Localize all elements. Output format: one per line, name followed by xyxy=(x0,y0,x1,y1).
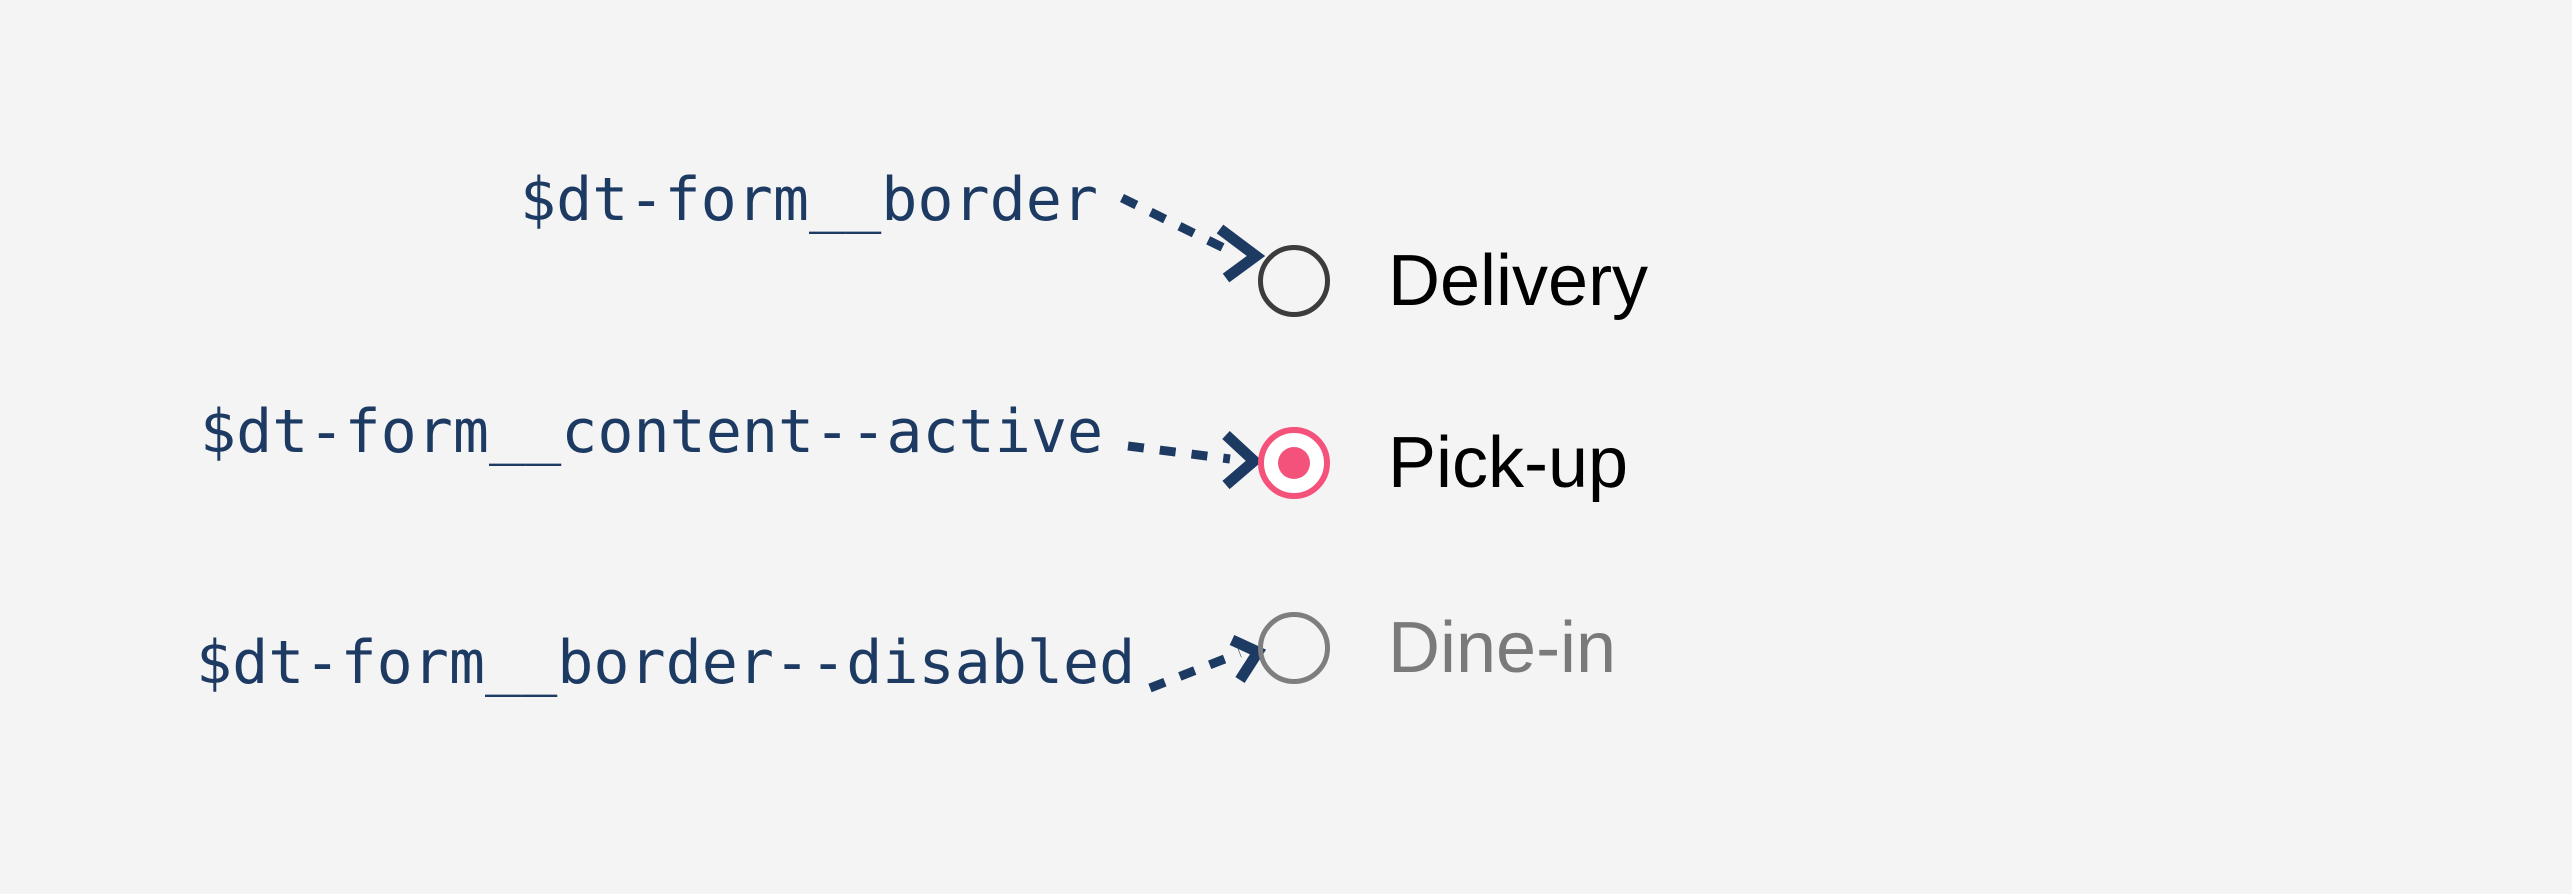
radio-label-delivery: Delivery xyxy=(1388,241,1649,321)
radio-option-pickup[interactable]: Pick-up xyxy=(1258,427,1628,499)
radio-circle-icon[interactable] xyxy=(1258,245,1330,317)
radio-circle-disabled-icon xyxy=(1258,612,1330,684)
annotation-label-content-active: $dt-form__content--active xyxy=(200,397,1104,467)
radio-circle-selected-icon[interactable] xyxy=(1258,427,1330,499)
radio-inner-dot-icon xyxy=(1278,447,1310,479)
annotation-label-border-disabled: $dt-form__border--disabled xyxy=(196,628,1136,698)
radio-option-delivery[interactable]: Delivery xyxy=(1258,245,1648,317)
radio-option-dinein: Dine-in xyxy=(1258,612,1616,684)
annotation-label-border: $dt-form__border xyxy=(520,165,1098,235)
radio-label-dinein: Dine-in xyxy=(1388,608,1617,688)
annotation-arrow-2-icon xyxy=(1127,430,1263,490)
annotation-arrow-1-icon xyxy=(1120,193,1266,283)
annotation-arrow-3-icon xyxy=(1148,635,1267,693)
radio-label-pickup: Pick-up xyxy=(1388,423,1629,503)
